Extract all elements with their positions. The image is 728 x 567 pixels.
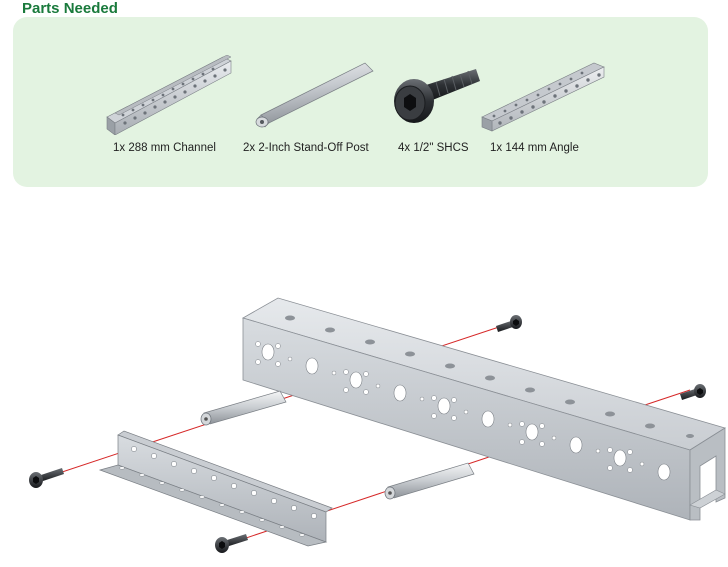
part-label-standoff: 2x 2-Inch Stand-Off Post (243, 142, 369, 154)
part-label-shcs: 4x 1/2" SHCS (398, 142, 469, 154)
angle-icon (481, 62, 605, 132)
channel-face-holes (261, 343, 671, 481)
part-label-channel: 1x 288 mm Channel (113, 142, 216, 154)
section-title: Parts Needed (22, 0, 118, 17)
standoff-post-icon (255, 62, 374, 128)
shcs-screw-right (680, 384, 706, 400)
exploded-assembly-diagram (29, 297, 726, 553)
shcs-screw-top (496, 315, 522, 332)
channel-icon (106, 55, 232, 135)
shcs-screw-bottom (215, 534, 248, 553)
shcs-screw-icon (394, 69, 480, 123)
standoff-post-lower (384, 462, 475, 500)
part-label-angle: 1x 144 mm Angle (490, 142, 579, 154)
shcs-screw-left (29, 468, 64, 488)
angle-bracket (98, 430, 333, 547)
parts-needed-panel: 1x 288 mm Channel 2x 2-Inch Stand-Off Po… (13, 17, 708, 187)
standoff-post-upper (200, 390, 287, 426)
channel-top-holes (285, 315, 694, 438)
